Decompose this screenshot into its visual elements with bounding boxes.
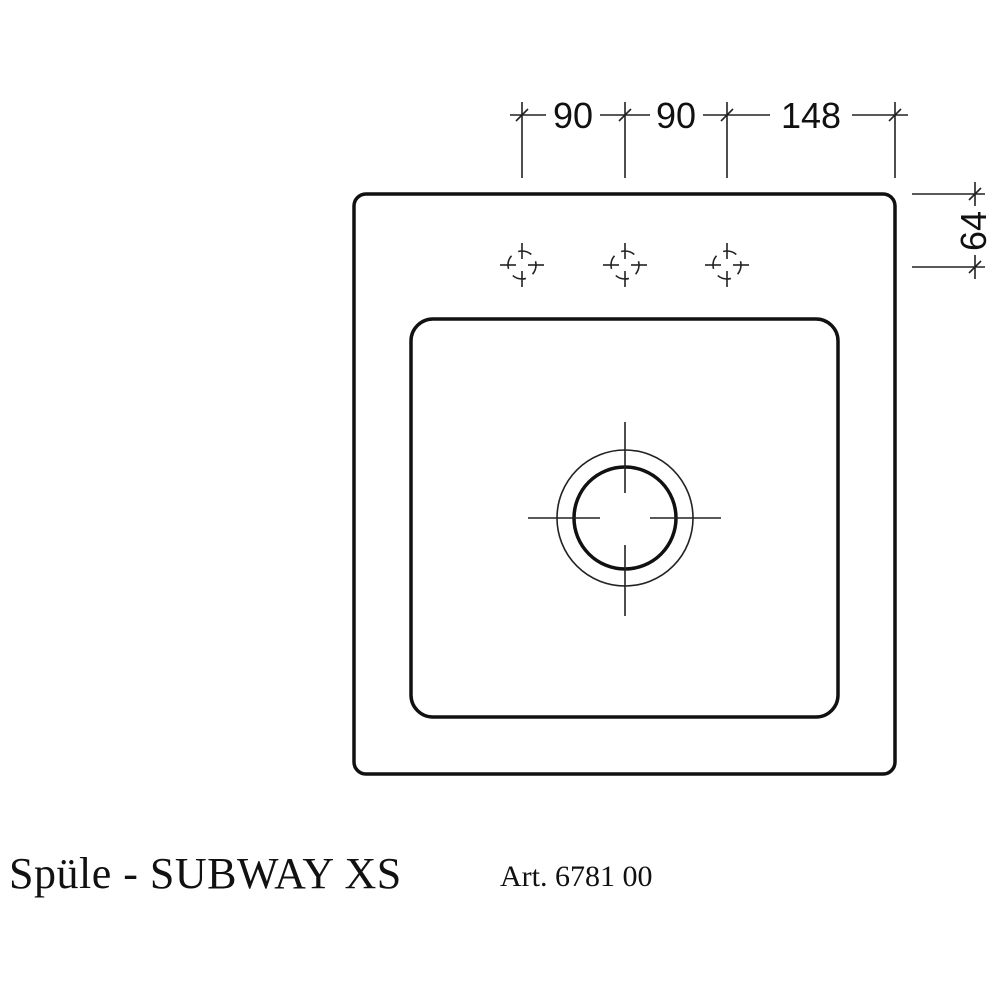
sink-outer-rim xyxy=(352,192,897,776)
sink-bowl xyxy=(409,317,840,719)
tap-hole-icon xyxy=(603,243,647,287)
tap-hole-icon xyxy=(705,243,749,287)
article-number: Art. 6781 00 xyxy=(500,860,653,893)
vertical-dimension xyxy=(912,182,985,279)
product-title: Spüle - SUBWAY XS xyxy=(9,849,402,898)
drain-icon xyxy=(528,422,721,616)
dimension-label-90-first: 90 xyxy=(553,95,593,136)
dimension-label-90-second: 90 xyxy=(656,95,696,136)
tap-hole-icon xyxy=(500,243,544,287)
horizontal-dimension-chain xyxy=(510,102,908,178)
dimension-label-148: 148 xyxy=(781,95,841,136)
dimension-label-64: 64 xyxy=(953,211,994,251)
